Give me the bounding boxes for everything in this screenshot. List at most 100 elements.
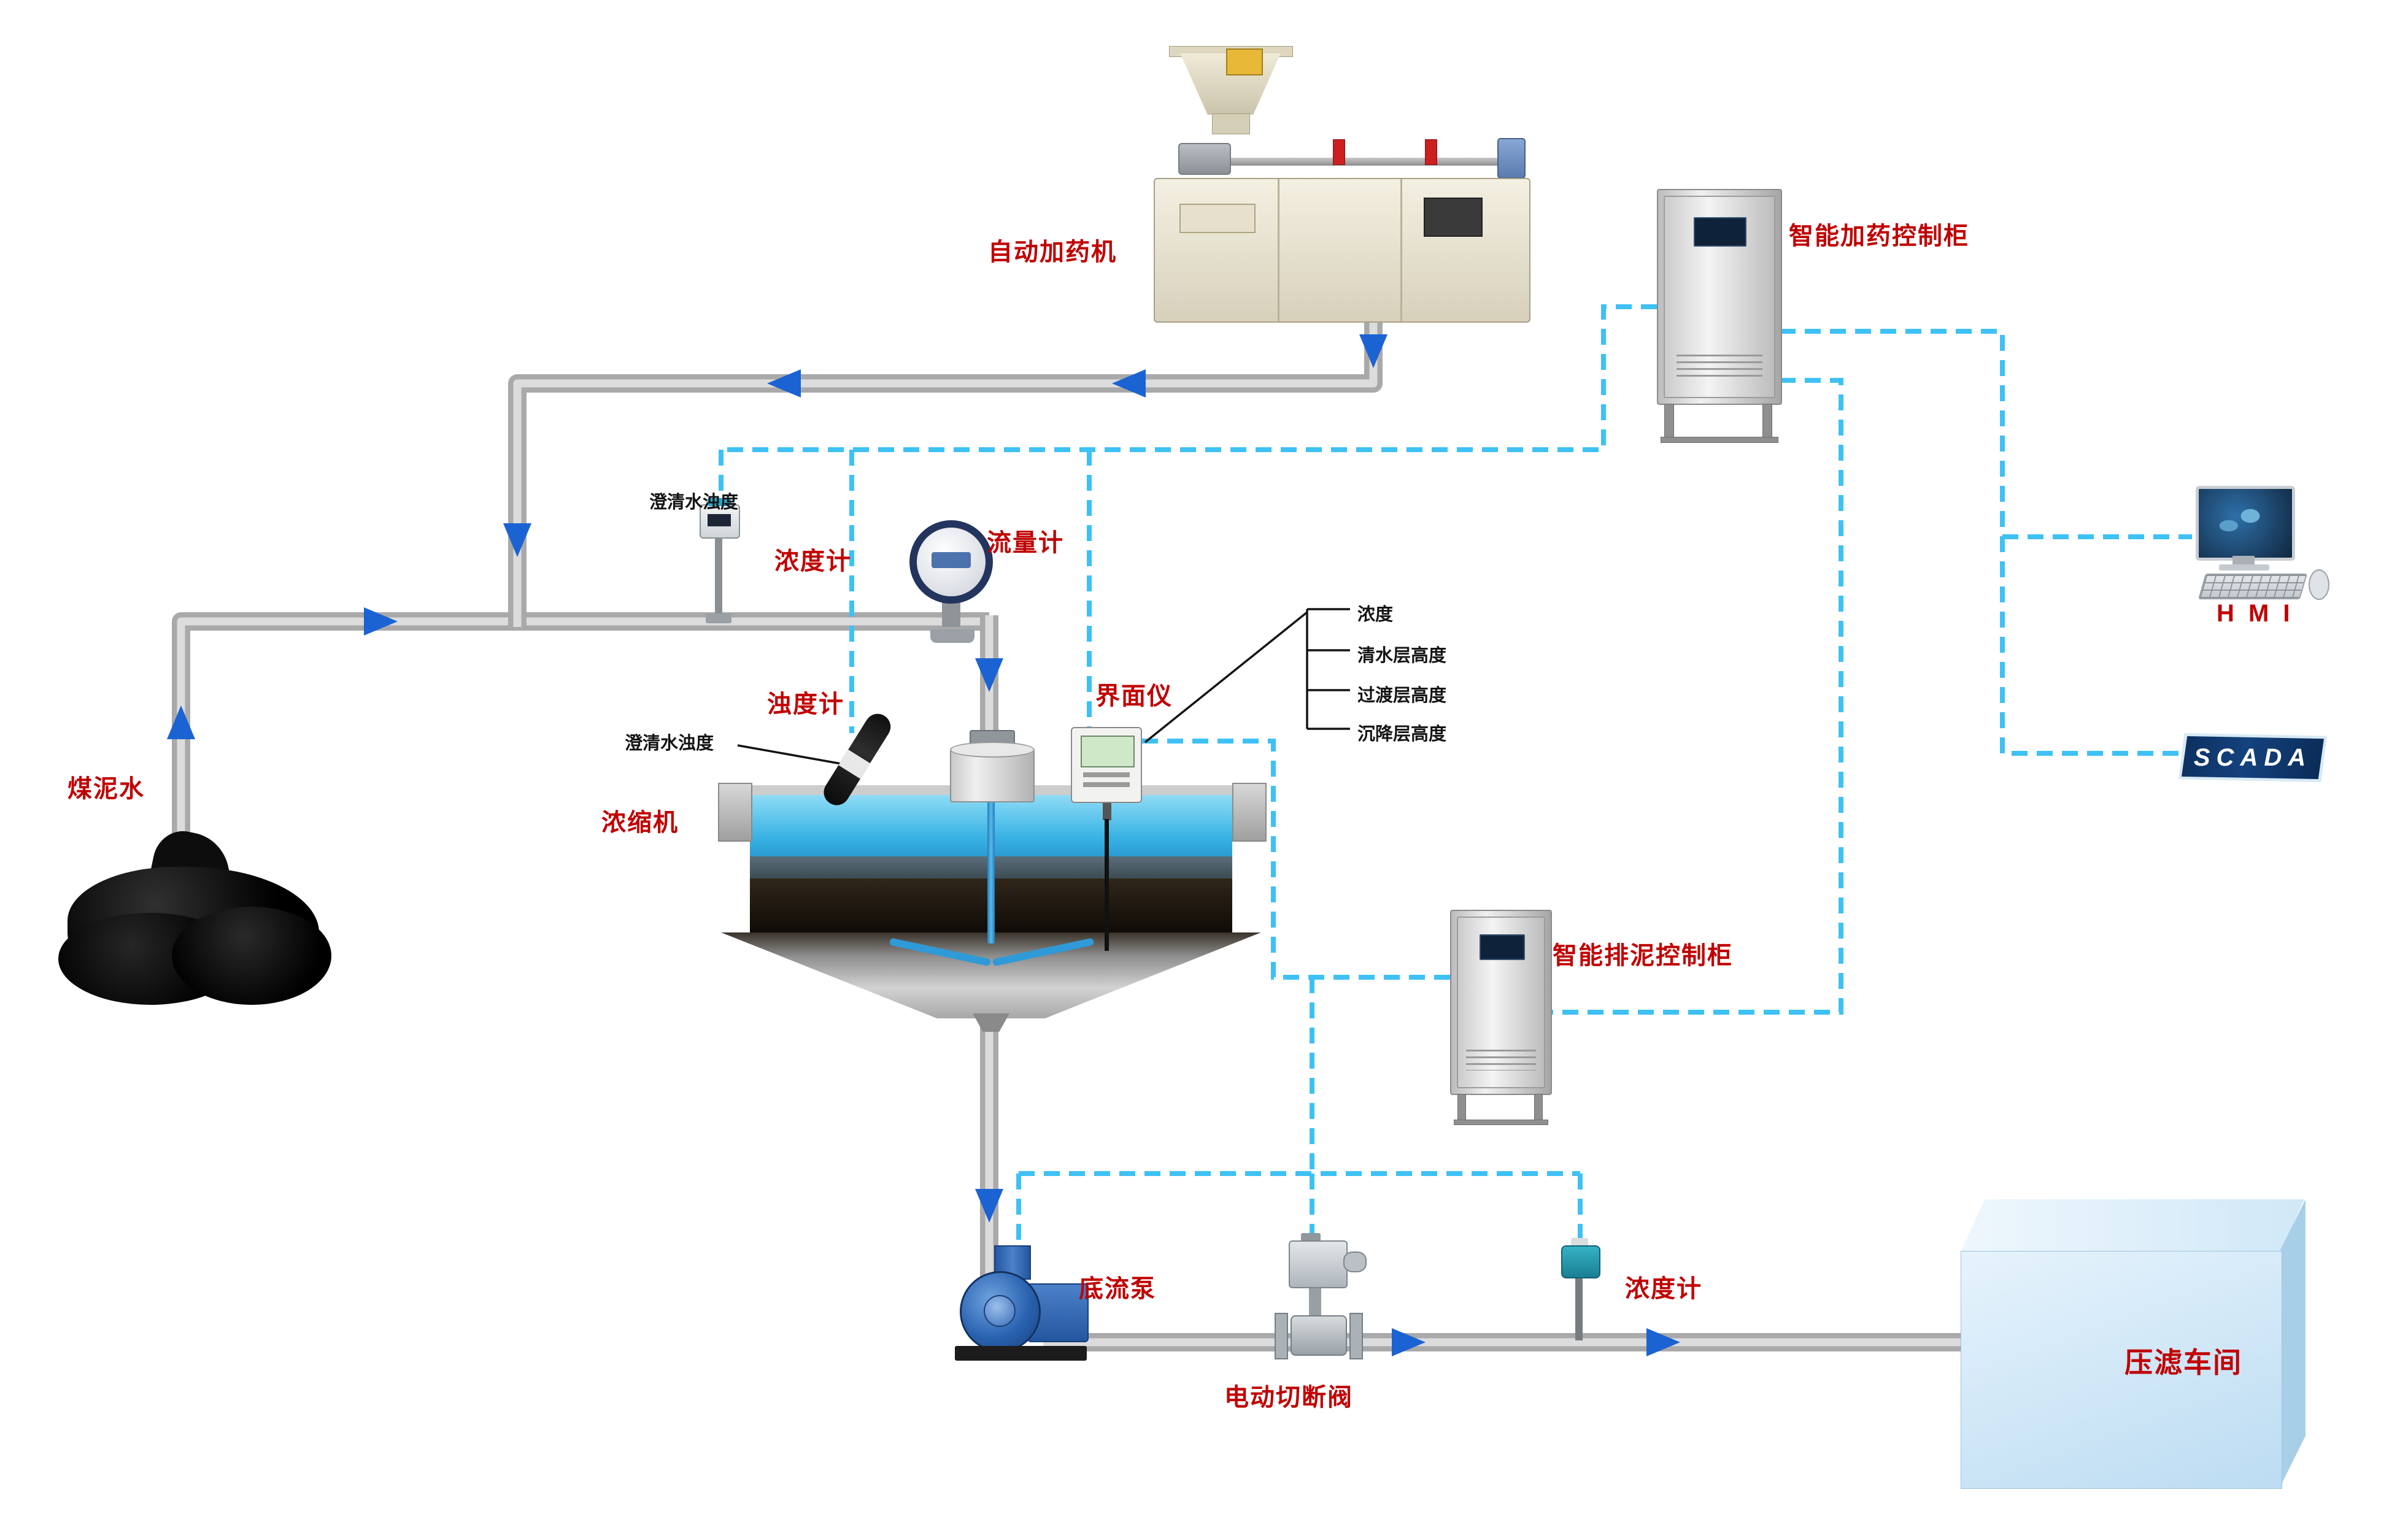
turbidity-meter <box>819 709 934 833</box>
thickener-rim-right <box>1232 783 1267 842</box>
signal-lines <box>719 304 2192 1249</box>
label-concentration-top: 浓度计 <box>774 548 852 575</box>
coal-pile <box>58 826 334 1008</box>
flow-arrow-right <box>1392 1328 1426 1356</box>
concentration-meter-bottom <box>1556 1238 1605 1347</box>
body-seam <box>1278 179 1279 321</box>
concentration-meter-top <box>695 498 744 627</box>
flow-arrow-down <box>503 523 531 557</box>
electric-shutoff-valve <box>1273 1233 1367 1369</box>
label-thickener: 浓缩机 <box>601 809 679 836</box>
sensor-flange <box>706 613 731 623</box>
rake-shaft <box>987 796 995 944</box>
dosing-control-cabinet <box>1657 189 1782 405</box>
sensor-head <box>700 498 740 539</box>
control-panel <box>1424 198 1483 237</box>
red-valve <box>1333 139 1345 165</box>
top-piping <box>1190 158 1510 166</box>
mud-control-cabinet <box>1450 910 1552 1095</box>
scada-banner: SCADA <box>2178 733 2327 782</box>
cabinet-screen <box>1480 934 1525 960</box>
valve-flange-right <box>1349 1313 1363 1359</box>
label-interface-output-transition: 过渡层高度 <box>1357 686 1447 705</box>
sensor-cap <box>708 498 731 506</box>
interface-probe <box>1105 819 1109 951</box>
turbidity-probe-band <box>838 749 870 779</box>
signal-cabinet-to-scada <box>1780 329 2180 756</box>
sensor-cap <box>1571 1238 1588 1247</box>
sensor-stem <box>1575 1276 1583 1340</box>
transfer-pump <box>1497 138 1526 179</box>
flow-arrow-down <box>1359 334 1387 368</box>
valve-stem <box>1309 1285 1321 1315</box>
label-underflow-pump: 底流泵 <box>1079 1275 1156 1302</box>
filter-press-workshop <box>1961 1199 2307 1489</box>
interface-button-row <box>1083 782 1130 787</box>
hmi-mouse <box>2309 569 2329 600</box>
pump-hub <box>984 1295 1016 1327</box>
sensor-stem <box>715 536 722 617</box>
hmi-screen-content <box>2210 496 2277 545</box>
scada-banner-face: SCADA <box>2182 736 2324 779</box>
interface-meter <box>1071 727 1144 960</box>
flow-arrow-down <box>975 1189 1003 1223</box>
underflow-pump <box>955 1245 1089 1368</box>
feedwell-top <box>950 742 1035 758</box>
label-hmi: H M I <box>2217 600 2294 627</box>
label-flow-meter: 流量计 <box>987 529 1064 556</box>
valve-flange-left <box>1275 1313 1288 1359</box>
interface-bracket <box>1144 608 1350 744</box>
cabinet-screen <box>1694 217 1746 247</box>
flow-arrow-right <box>1646 1328 1680 1356</box>
interface-button-row <box>1083 772 1130 777</box>
label-electric-valve: 电动切断阀 <box>1224 1384 1353 1411</box>
hopper-neck <box>1212 113 1250 134</box>
thickener-cone <box>721 932 1261 1018</box>
body-seam <box>1400 179 1402 321</box>
cabinet-vents <box>1677 355 1762 378</box>
flow-meter-gauge <box>909 520 993 604</box>
flow-arrow-left <box>1112 369 1146 398</box>
valve-body <box>1291 1315 1347 1356</box>
label-dosing-cabinet: 智能加药控制柜 <box>1789 223 1969 250</box>
label-clarified-turbidity-top: 澄清水浊度 <box>649 493 739 512</box>
label-interface-meter: 界面仪 <box>1095 683 1173 710</box>
flow-meter <box>909 520 995 634</box>
cabinet-leg-bar <box>1661 437 1778 443</box>
pump-base <box>955 1346 1087 1361</box>
interface-housing <box>1071 727 1142 803</box>
hopper-cap <box>1226 48 1263 75</box>
actuator-cap <box>1301 1233 1321 1242</box>
turbidity-pointer-line <box>737 744 849 766</box>
building-top-face <box>1961 1199 2304 1252</box>
sensor-head <box>1561 1245 1600 1278</box>
label-filter-press: 压滤车间 <box>2124 1347 2242 1378</box>
flow-meter-face-label <box>932 552 971 568</box>
cabinet-leg-bar <box>1454 1120 1548 1125</box>
access-panel <box>1179 204 1256 233</box>
signal-dosing-cabinet-to-sensors <box>721 304 1657 452</box>
flow-arrow-down <box>975 658 1003 692</box>
thickener-rim-left <box>718 783 752 842</box>
dosing-machine <box>1154 46 1530 323</box>
coal-blob <box>172 907 331 1005</box>
turbidity-probe <box>819 709 896 810</box>
hmi-monitor <box>2196 486 2295 561</box>
flow-arrow-up <box>167 705 195 739</box>
scada-label: SCADA <box>2193 744 2312 771</box>
annotation-lines <box>737 608 1350 766</box>
label-interface-output-settling: 沉降层高度 <box>1357 724 1447 744</box>
label-coal-slurry: 煤泥水 <box>68 775 145 802</box>
actuator-motor <box>1343 1251 1367 1272</box>
label-dosing-machine: 自动加药机 <box>988 239 1117 266</box>
flow-meter-saddle <box>930 629 974 643</box>
flow-arrow-left <box>767 369 801 398</box>
interface-screen <box>1081 736 1135 767</box>
label-interface-output-clearwater: 清水层高度 <box>1357 646 1447 666</box>
sensor-display <box>708 514 731 526</box>
label-mud-cabinet: 智能排泥控制柜 <box>1553 942 1733 969</box>
label-concentration-bottom: 浓度计 <box>1625 1275 1702 1302</box>
feedwell <box>950 742 1035 802</box>
hmi-keyboard <box>2198 574 2308 599</box>
